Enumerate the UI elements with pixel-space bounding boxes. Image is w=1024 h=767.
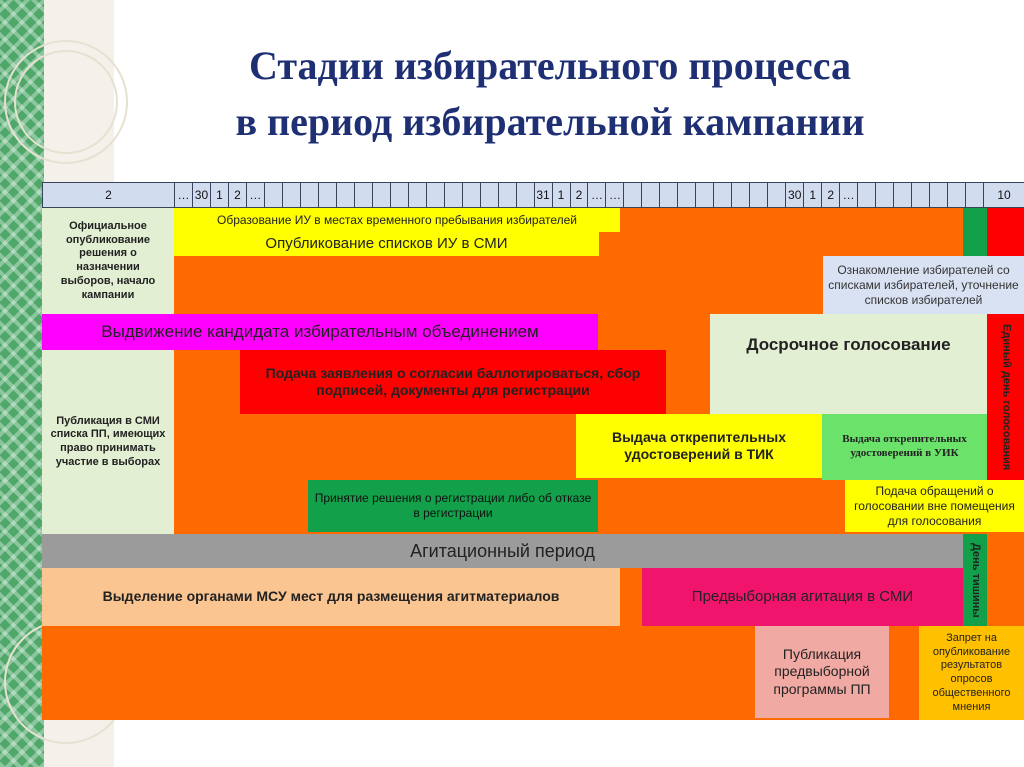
stage-nomination: Выдвижение кандидата избирательным объед… [42, 314, 598, 350]
column-red [987, 208, 1024, 256]
stage-registration: Принятие решения о регистрации либо об о… [308, 480, 598, 532]
timeline-cell [335, 182, 355, 208]
timeline-cell: 1 [803, 182, 823, 208]
timeline-cell [893, 182, 913, 208]
timeline-cell: 31 [533, 182, 553, 208]
stage-msu-places: Выделение органами МСУ мест для размещен… [42, 568, 620, 626]
stage-absentee-uik: Выдача открепительных удостоверений в УИ… [822, 414, 987, 480]
timeline-cell [713, 182, 733, 208]
timeline-cell [443, 182, 463, 208]
timeline-cell: … [839, 182, 859, 208]
stage-official-publication: Официальное опубликование решения о назн… [42, 208, 174, 314]
timeline-cell [353, 182, 373, 208]
timeline-cell [425, 182, 445, 208]
timeline-cell [677, 182, 697, 208]
timeline-cell [281, 182, 301, 208]
timeline-cell [641, 182, 661, 208]
timeline-cell [767, 182, 787, 208]
stage-media-agitation: Предвыборная агитация в СМИ [642, 568, 963, 626]
timeline-cell [371, 182, 391, 208]
timeline-cell [947, 182, 966, 208]
timeline-cell [749, 182, 769, 208]
timeline-cell: 2 [569, 182, 589, 208]
timeline-cell [317, 182, 337, 208]
timeline-cell [731, 182, 751, 208]
timeline-cell [389, 182, 409, 208]
timeline-cell: 1 [209, 182, 229, 208]
page-title: Стадии избирательного процесса в период … [120, 38, 980, 150]
stage-familiarization: Ознакомление избирателей со списками изб… [823, 256, 1024, 314]
timeline-cell [857, 182, 877, 208]
timeline-cell [911, 182, 931, 208]
timeline-cell: 10 [983, 182, 1024, 208]
timeline-cell: 30 [785, 182, 805, 208]
timeline-cell: … [587, 182, 607, 208]
timeline-cell [407, 182, 427, 208]
stage-publication-pp: Публикация в СМИ списка ПП, имеющих прав… [42, 350, 174, 534]
timeline-cell: 1 [551, 182, 571, 208]
stage-early-voting: Досрочное голосование [710, 314, 987, 414]
stage-formation-iu: Образование ИУ в местах временного пребы… [174, 208, 620, 232]
timeline-cell [263, 182, 283, 208]
timeline-cell [875, 182, 895, 208]
title-line-1: Стадии избирательного процесса [249, 43, 851, 88]
timeline-cell [479, 182, 499, 208]
timeline-cell [299, 182, 319, 208]
stage-absentee-tik: Выдача открепительных удостоверений в ТИ… [576, 414, 822, 478]
stage-home-voting: Подача обращений о голосовании вне помещ… [845, 480, 1024, 532]
timeline-cell: … [245, 182, 265, 208]
stage-publication-iu: Опубликование списков ИУ в СМИ [174, 232, 599, 256]
timeline-cell [929, 182, 949, 208]
timeline-cell: 2 [227, 182, 247, 208]
timeline-cell [623, 182, 643, 208]
stage-agitation: Агитационный период [42, 534, 963, 568]
stage-poll-ban: Запрет на опубликование результатов опро… [919, 626, 1024, 720]
column-green [963, 208, 987, 256]
timeline-cell [497, 182, 517, 208]
timeline-cell: 2 [821, 182, 841, 208]
timeline-cell: … [605, 182, 625, 208]
timeline-cell: 30 [191, 182, 211, 208]
timeline-cell [659, 182, 679, 208]
title-line-2: в период избирательной кампании [235, 99, 865, 144]
stage-silence-day: День тишины [963, 534, 987, 626]
timeline-cell: … [174, 182, 193, 208]
stage-program-pp: Публикация предвыборной программы ПП [755, 626, 889, 718]
timeline-cell [461, 182, 481, 208]
stage-consent: Подача заявления о согласии баллотироват… [240, 350, 666, 414]
timeline-cell [965, 182, 984, 208]
stage-unified-day: Единый день голосования [987, 314, 1024, 480]
timeline-cell [515, 182, 535, 208]
timeline-cell: 2 [42, 182, 175, 208]
timeline-cell [695, 182, 715, 208]
